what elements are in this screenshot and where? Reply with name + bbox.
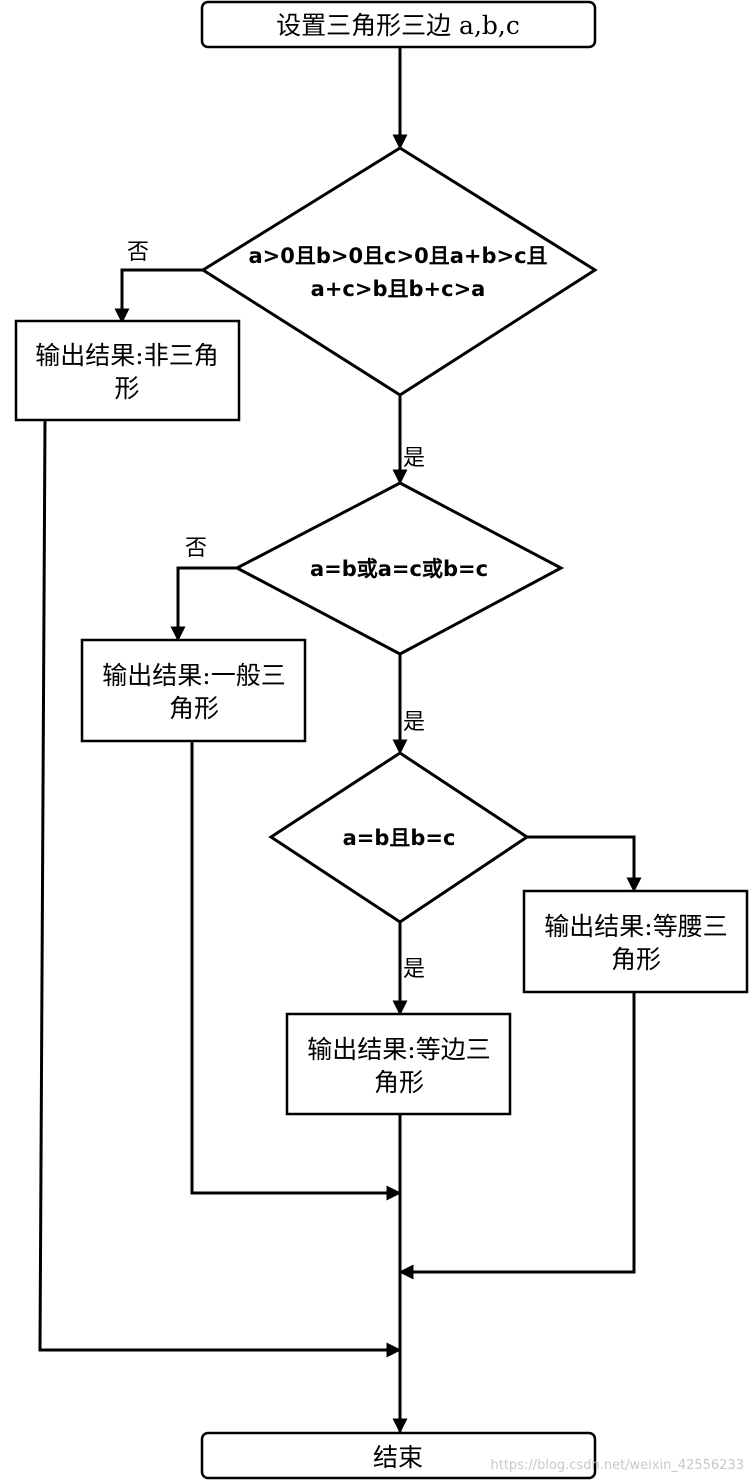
decision-isosceles-text: a=b或a=c或b=c (310, 557, 488, 581)
output-general-line-1: 输出结果:一般三 (102, 661, 285, 690)
output-general-triangle: 输出结果:一般三 角形 (80, 638, 307, 743)
output-not-triangle: 输出结果:非三角 形 (14, 319, 241, 422)
decision-valid-line-2: a+c>b且b+c>a (311, 277, 486, 301)
decision-equilateral-text: a=b且b=c (343, 826, 456, 850)
output-equilateral-triangle: 输出结果:等边三 角形 (285, 1012, 512, 1116)
watermark-text: https://blog.csdn.net/weixin_42556233 (490, 1458, 744, 1473)
edges (38, 48, 642, 1434)
label-iso-yes: 是 (403, 710, 425, 735)
output-general-line-2: 角形 (169, 694, 219, 723)
edge-iso-no (170, 566, 237, 642)
end-node-text: 结束 (373, 1443, 423, 1472)
start-node: 设置三角形三边 a,b,c (200, 0, 597, 49)
edge-valid-no (114, 268, 203, 324)
start-node-text: 设置三角形三边 a,b,c (276, 11, 520, 40)
output-equilateral-line-1: 输出结果:等边三 (307, 1035, 490, 1064)
output-isosceles-line-2: 角形 (611, 945, 661, 974)
label-valid-no: 否 (127, 240, 149, 265)
output-not-triangle-line-2: 形 (114, 374, 139, 403)
output-not-triangle-line-1: 输出结果:非三角 (35, 341, 218, 370)
edge-isosceles-to-end (398, 992, 636, 1280)
decision-isosceles: a=b或a=c或b=c (233, 481, 565, 656)
label-valid-yes: 是 (403, 446, 425, 471)
label-iso-no: 否 (185, 536, 207, 561)
label-equi-yes: 是 (403, 957, 425, 982)
decision-valid-triangle: a>0且b>0且c>0且a+b>c且 a+c>b且b+c>a (200, 146, 598, 397)
edge-not-triangle-to-end (38, 419, 402, 1358)
output-isosceles-triangle: 输出结果:等腰三 角形 (522, 889, 749, 994)
decision-valid-line-1: a>0且b>0且c>0且a+b>c且 (248, 244, 547, 268)
output-isosceles-line-1: 输出结果:等腰三 (544, 912, 727, 941)
output-equilateral-line-2: 角形 (374, 1068, 424, 1097)
edge-equi-no (527, 835, 642, 893)
end-node: 结束 (200, 1431, 597, 1480)
edge-general-to-end (190, 741, 402, 1201)
decision-equilateral: a=b且b=c (268, 751, 530, 924)
